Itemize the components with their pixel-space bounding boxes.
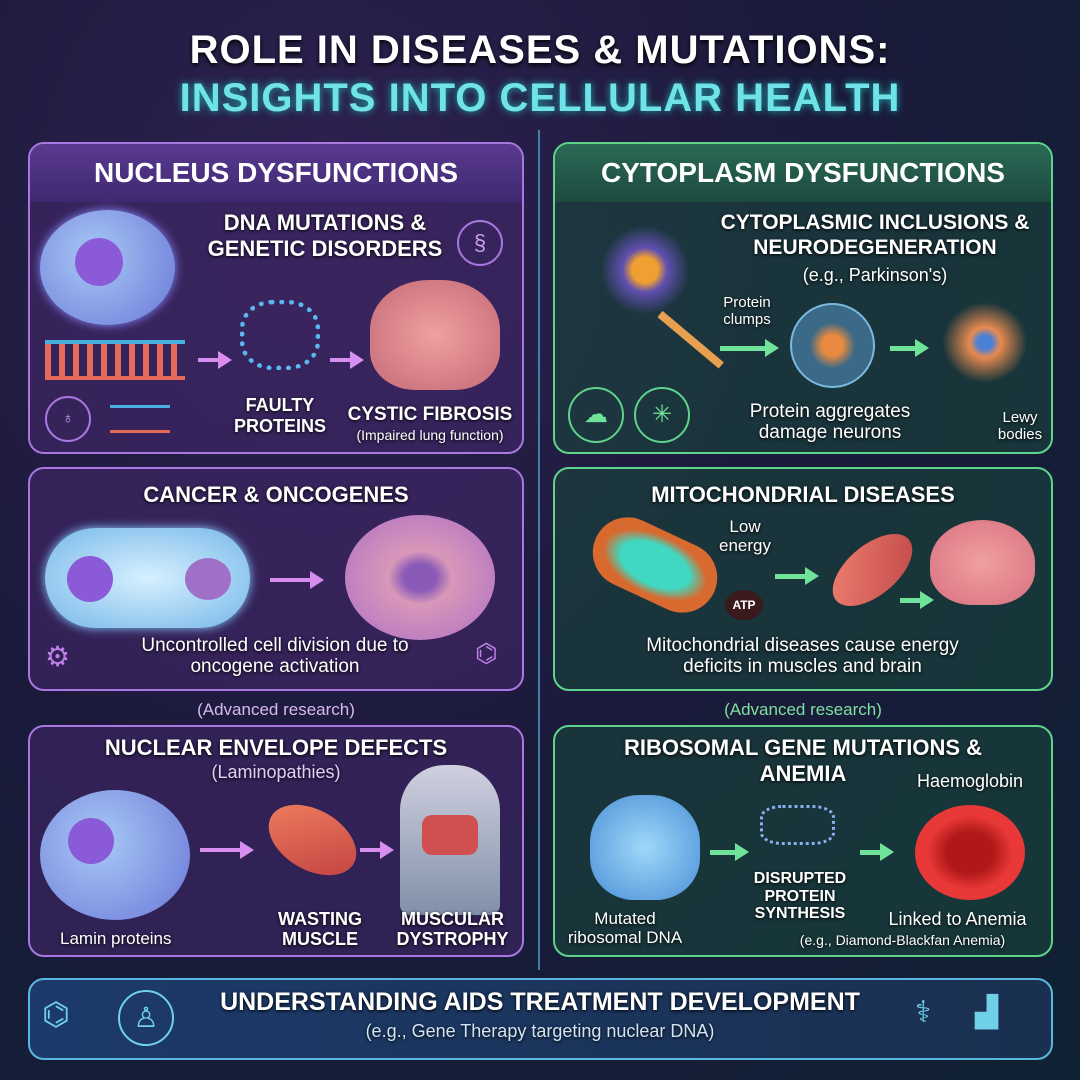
dna-icon [110,405,170,433]
lamin-proteins-label: Lamin proteins [60,929,172,948]
cell-illustration [40,210,175,325]
advanced-research-label: (Advanced research) [197,700,355,719]
body-illustration [400,765,500,915]
dividing-cell-illustration [45,528,250,628]
dna-icon: § [457,220,503,266]
cancer-title: CANCER & ONCOGENES [143,482,409,507]
doctor-icon: ⚕ [915,996,932,1029]
treatment-banner [28,978,1053,1060]
envelope-title: NUCLEAR ENVELOPE DEFECTS [104,735,448,760]
dna-icon: ⌬ [475,638,498,668]
cystic-fibrosis-note: (Impaired lung function) [356,427,504,443]
arrow [900,591,934,609]
arrow [200,841,254,859]
atp-badge: ATP [725,590,763,620]
lungs-icon: ♁ [45,396,91,442]
column-divider [538,130,540,970]
cystic-fibrosis-label: CYSTIC FIBROSIS [347,404,513,425]
arrow [860,843,894,861]
disrupted-synthesis-label: DISRUPTED PROTEIN SYNTHESIS [753,870,847,923]
inclusions-title: CYTOPLASMIC INCLUSIONS & NEURODEGENERATI… [720,211,1030,260]
page-subtitle: INSIGHTS INTO CELLULAR HEALTH [179,76,901,120]
brain-illustration [930,520,1035,605]
envelope-subtitle: (Laminopathies) [211,762,341,782]
arrow [270,571,324,589]
person-icon: ♙ [118,990,174,1046]
mito-title: MITOCHONDRIAL DISEASES [651,482,955,507]
advanced-research-label: (Advanced research) [724,700,882,719]
damaged-neuron-illustration [935,295,1035,390]
arrow [360,841,394,859]
linked-anemia-label: Linked to Anemia [888,909,1027,929]
parkinsons-example: (e.g., Parkinson's) [802,265,948,285]
arrow [890,339,929,357]
faulty-proteins-label: FAULTY PROTEINS [233,395,326,436]
red-blood-cell-illustration [915,805,1025,900]
panel-header: CYTOPLASM DYSFUNCTIONS [555,144,1051,202]
arrow [198,351,232,369]
arrow [710,843,749,861]
cancer-description: Uncontrolled cell division due to oncoge… [141,635,409,677]
brain-icon: ☁ [568,387,624,443]
muscular-dystrophy-label: MUSCULAR DYSTROPHY [396,909,509,949]
mito-description: Mitochondrial diseases cause energy defi… [646,635,959,677]
ribo-title: RIBOSOMAL GENE MUTATIONS & ANEMIA [623,735,983,787]
page-title: ROLE IN DISEASES & MUTATIONS: [189,28,891,72]
dna-mutations-title: DNA MUTATIONS & GENETIC DISORDERS [207,210,443,261]
wasting-muscle-label: WASTING MUSCLE [278,909,362,949]
tumor-illustration [345,515,495,640]
dna-icon: ⌬ [42,996,70,1032]
panel-header: NUCLEUS DYSFUNCTIONS [30,144,522,202]
arrow [330,351,364,369]
ribosome-illustration [590,795,700,900]
neuron-icon: ✳ [634,387,690,443]
inclusions-description: Protein aggregates damage neurons [749,401,911,443]
lungs-illustration [370,280,500,390]
protein-clumps-label: Protein clumps [723,294,771,328]
dba-example: (e.g., Diamond-Blackfan Anemia) [799,932,1006,948]
protein-chain-illustration [760,805,835,845]
dna-helix-illustration [45,340,185,380]
chart-icon: ▟ [975,996,999,1029]
protein-illustration [240,300,320,370]
footer-title: UNDERSTANDING AIDS TREATMENT DEVELOPMENT [220,988,860,1016]
lewy-bodies-label: Lewy bodies [997,409,1043,443]
haemoglobin-label: Haemoglobin [916,771,1024,791]
mutated-dna-label: Mutated ribosomal DNA [567,909,683,947]
arrow [775,567,819,585]
neuron-illustration [600,225,690,315]
arrow [720,339,779,357]
footer-subtitle: (e.g., Gene Therapy targeting nuclear DN… [365,1021,715,1041]
aggregates-illustration [790,303,875,388]
gear-icon: ⚙ [45,641,71,672]
low-energy-label: Low energy [719,517,771,555]
nucleus-illustration [40,790,190,920]
